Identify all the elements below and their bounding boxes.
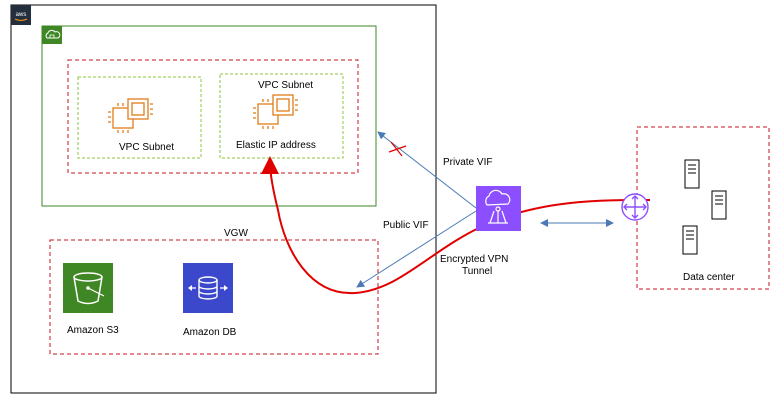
vpc-subnets-group [67, 59, 359, 174]
vgw-label: VGW [224, 228, 248, 239]
vpc-icon [42, 26, 62, 44]
svg-text:aws: aws [16, 12, 27, 18]
vpc-subnet-right [219, 73, 344, 159]
aws-logo-icon: aws [11, 5, 31, 25]
vgw-boundary [49, 239, 379, 355]
vpc-subnet-right-label: VPC Subnet [258, 80, 314, 91]
data-center-boundary [636, 126, 770, 290]
router-icon [621, 193, 649, 221]
ec2-instances-icon [108, 98, 153, 133]
aws-cloud-boundary [10, 4, 437, 394]
amazon-s3-label: Amazon S3 [67, 325, 119, 336]
amazon-s3-icon [63, 263, 113, 313]
server-icon [682, 225, 698, 255]
direct-connect-icon [476, 186, 521, 231]
server-icon [684, 159, 700, 189]
data-center-label: Data center [683, 272, 735, 283]
ec2-instances-icon [253, 94, 298, 129]
server-icon [711, 190, 727, 220]
amazon-db-icon [183, 263, 233, 313]
private-vif-link [377, 131, 477, 209]
vpc-boundary [41, 25, 377, 207]
amazon-db-label: Amazon DB [183, 327, 237, 338]
vpn-tunnel-label-line1: Encrypted VPN [440, 254, 509, 265]
encrypted-vpn-tunnel-path [261, 156, 651, 295]
public-vif-link [356, 210, 477, 288]
private-vif-label: Private VIF [443, 157, 493, 168]
vpc-subnet-left-label: VPC Subnet [119, 142, 175, 153]
blocked-mark-icon [388, 141, 407, 157]
public-vif-label: Public VIF [383, 220, 429, 231]
vpn-tunnel-label-line2: Tunnel [462, 266, 493, 277]
vpc-subnet-left [77, 76, 202, 159]
elastic-ip-label: Elastic IP address [236, 140, 316, 151]
